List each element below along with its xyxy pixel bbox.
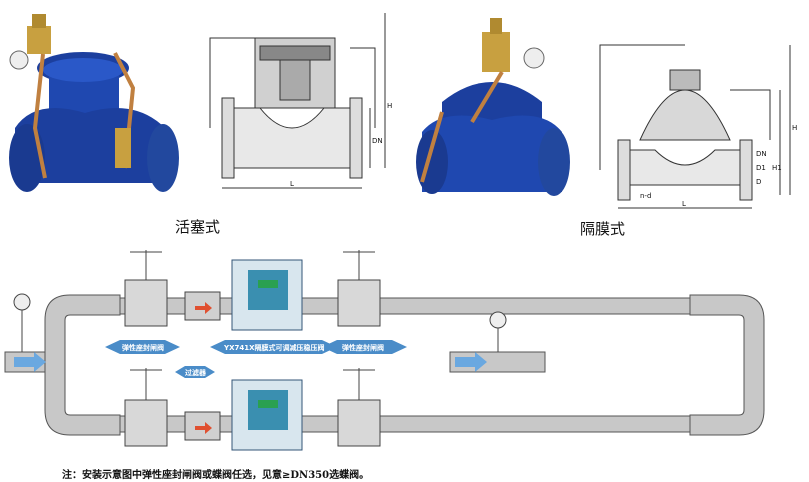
dim-d: D [756, 178, 761, 186]
piston-type-caption: 活塞式 [175, 218, 221, 236]
label-gate-valve-left: 弹性座封闸阀 [122, 343, 164, 352]
label-main-valve: YX741X隔膜式可调减压稳压阀 [223, 343, 324, 352]
dim-dn: DN [372, 137, 383, 145]
dim-h1: H1 [772, 164, 782, 172]
dim-l: L [682, 200, 686, 208]
piston-valve-photo [9, 14, 179, 192]
dim-h: H [792, 124, 797, 132]
diaphragm-valve-drawing: L n-d DN D1 D H1 H [599, 44, 797, 209]
dim-nd: n-d [640, 192, 651, 200]
diaphragm-valve-photo [416, 18, 570, 196]
label-filter: 过滤器 [185, 368, 207, 377]
dim-h: H [387, 102, 392, 110]
diaphragm-type-caption: 隔膜式 [580, 220, 626, 238]
label-gate-valve-right: 弹性座封闸阀 [342, 343, 384, 352]
dim-d1: D1 [756, 164, 766, 172]
piston-valve-drawing: L H DN [209, 13, 392, 189]
dim-dn: DN [756, 150, 767, 158]
installation-diagram: 弹性座封闸阀 YX741X隔膜式可调减压稳压阀 弹性座封闸阀 过滤器 [4, 250, 765, 451]
installation-note: 注：安装示意图中弹性座封闸阀或蝶阀任选，见意≥DN350选蝶阀。 [62, 470, 370, 481]
dim-l: L [290, 180, 294, 188]
